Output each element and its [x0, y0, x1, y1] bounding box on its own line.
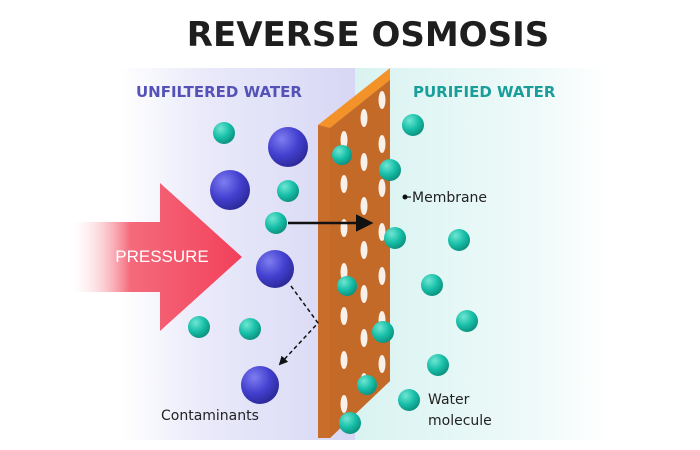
water-molecule: [448, 229, 470, 251]
contaminant-molecule: [268, 127, 308, 167]
membrane-pore: [378, 91, 386, 109]
water-molecule: [398, 389, 420, 411]
water-molecule: [277, 180, 299, 202]
membrane-pore: [360, 241, 368, 259]
water-molecule: [427, 354, 449, 376]
water-molecule-label-line2: molecule: [428, 413, 492, 429]
membrane-pore: [340, 131, 348, 149]
membrane-pore: [340, 219, 348, 237]
membrane-pore: [360, 109, 368, 127]
membrane-pore: [378, 179, 386, 197]
water-molecule: [379, 159, 401, 181]
membrane-pore: [340, 175, 348, 193]
water-molecule: [421, 274, 443, 296]
contaminant-molecule: [241, 366, 279, 404]
contaminant-molecule: [210, 170, 250, 210]
water-molecule: [337, 276, 357, 296]
membrane-pore: [378, 267, 386, 285]
membrane-pore: [360, 153, 368, 171]
contaminants-label: Contaminants: [161, 408, 259, 424]
contaminant-molecule: [256, 250, 294, 288]
diagram-title: REVERSE OSMOSIS: [187, 15, 549, 55]
water-molecule: [339, 412, 361, 434]
pressure-label: PRESSURE: [115, 247, 209, 266]
membrane-pore: [360, 329, 368, 347]
water-molecule: [456, 310, 478, 332]
membrane: [318, 68, 390, 438]
unfiltered-water-label: UNFILTERED WATER: [136, 83, 302, 101]
pressure-arrow-icon: [70, 183, 242, 331]
water-molecules-group: [188, 114, 478, 434]
water-molecule: [384, 227, 406, 249]
water-molecule: [188, 316, 210, 338]
water-molecule: [332, 145, 352, 165]
membrane-pore: [378, 135, 386, 153]
water-molecule: [372, 321, 394, 343]
purified-water-label: PURIFIED WATER: [413, 83, 556, 101]
membrane-pore: [378, 223, 386, 241]
contaminants-group: [210, 127, 308, 404]
water-molecule: [239, 318, 261, 340]
purified-side-background: [355, 68, 610, 440]
membrane-pore: [360, 285, 368, 303]
water-molecule: [402, 114, 424, 136]
membrane-pore: [340, 307, 348, 325]
water-molecule: [265, 212, 287, 234]
membrane-pore: [378, 355, 386, 373]
water-molecule-label-line1: Water: [428, 392, 470, 408]
membrane-label: Membrane: [412, 190, 487, 206]
water-molecule: [357, 375, 377, 395]
contaminant-rejection-arrow: [278, 285, 319, 366]
water-molecule: [213, 122, 235, 144]
membrane-pore: [340, 351, 348, 369]
membrane-pore: [340, 395, 348, 413]
membrane-pore: [360, 197, 368, 215]
